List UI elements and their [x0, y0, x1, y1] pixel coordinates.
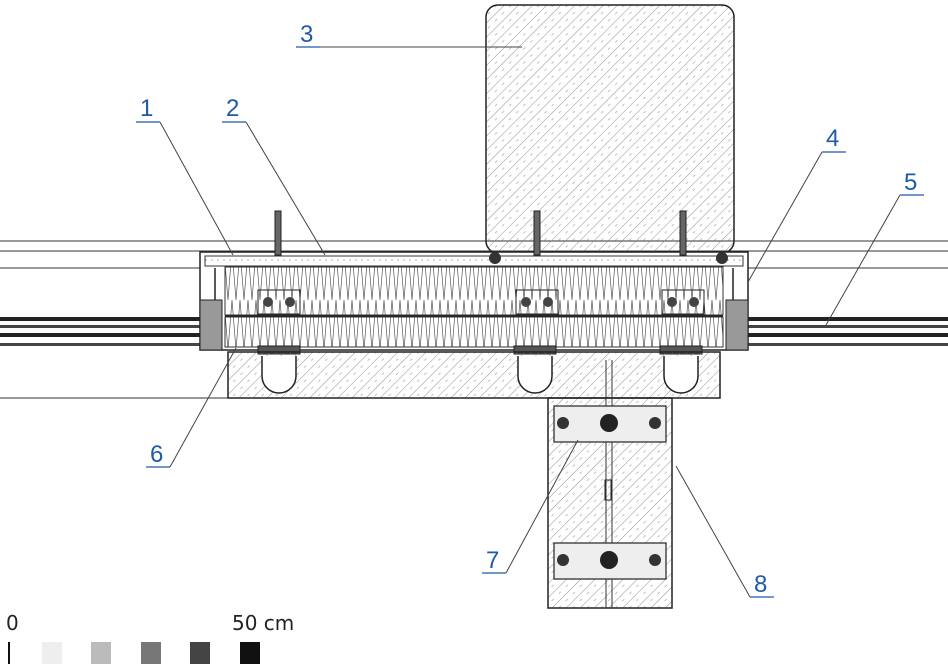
u-brackets — [261, 356, 699, 394]
slab-beam — [227, 351, 721, 399]
scale-swatch — [91, 642, 111, 664]
callout-1: 1 — [140, 95, 153, 122]
left-glazing-panel — [0, 317, 202, 346]
column-concrete — [485, 4, 735, 254]
callout-3: 3 — [300, 21, 313, 48]
callout-2: 2 — [226, 95, 239, 122]
callout-8: 8 — [754, 571, 767, 598]
facade-frame — [199, 251, 749, 351]
horizontal-lines — [0, 240, 948, 399]
anchors — [257, 210, 728, 355]
right-glazing-panel — [746, 317, 948, 346]
scale-start-label: 0 — [6, 611, 19, 635]
scale-swatch — [190, 642, 210, 664]
scale-swatch — [240, 642, 260, 664]
callout-4: 4 — [826, 125, 839, 152]
scale-swatch — [42, 642, 62, 664]
scale-bar: 0 50 cm — [6, 611, 294, 664]
scale-end-label: 50 cm — [232, 611, 294, 635]
leader-lines — [136, 46, 924, 598]
downstand-beam — [547, 360, 673, 609]
callout-5: 5 — [904, 169, 917, 196]
scale-swatch — [141, 642, 161, 664]
callout-7: 7 — [486, 547, 499, 574]
callout-6: 6 — [150, 441, 163, 468]
